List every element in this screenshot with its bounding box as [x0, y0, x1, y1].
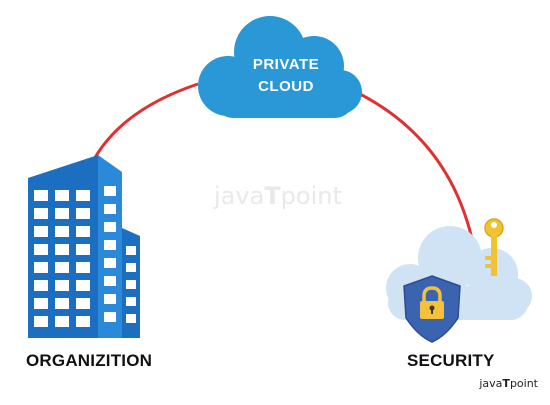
building-window	[104, 294, 116, 304]
cloud-icon	[198, 16, 362, 118]
building-window	[55, 262, 69, 273]
cloud-label-line2: CLOUD	[258, 78, 314, 95]
building-window	[34, 226, 48, 237]
building-window	[104, 258, 116, 268]
watermark-mark: T	[264, 182, 281, 210]
building-window	[126, 297, 136, 306]
building-window	[34, 190, 48, 201]
watermark-prefix: java	[214, 182, 265, 210]
building-window	[104, 240, 116, 250]
cloud-label-line1: PRIVATE	[252, 56, 320, 73]
building-window	[55, 190, 69, 201]
building-window	[76, 244, 90, 255]
building-window	[126, 280, 136, 289]
lock-icon	[420, 286, 444, 319]
building-window	[104, 312, 116, 322]
building-window	[55, 208, 69, 219]
connector-left	[90, 82, 199, 164]
key-icon	[484, 218, 504, 276]
building-window	[55, 244, 69, 255]
organization-label: ORGANIZITION	[26, 351, 153, 370]
building-window	[76, 226, 90, 237]
building-window	[126, 263, 136, 272]
building-window	[34, 298, 48, 309]
building-window	[55, 226, 69, 237]
building-window	[34, 244, 48, 255]
building-window	[76, 298, 90, 309]
building-window	[104, 222, 116, 232]
building-window	[34, 316, 48, 327]
footer-logo-suffix: point	[509, 377, 538, 390]
footer-logo: javaTpoint	[479, 377, 538, 390]
building-window	[55, 280, 69, 291]
watermark-suffix: point	[280, 182, 342, 210]
building-window	[104, 276, 116, 286]
building-window	[34, 262, 48, 273]
watermark-logo: javaTpoint	[214, 182, 342, 210]
building-window	[34, 280, 48, 291]
footer-logo-prefix: java	[479, 377, 503, 390]
building-window	[55, 316, 69, 327]
shield-icon	[403, 275, 461, 343]
building-window	[76, 190, 90, 201]
building-window	[76, 316, 90, 327]
building-window	[126, 246, 136, 255]
building-window	[55, 298, 69, 309]
building-window	[76, 208, 90, 219]
connector-right	[355, 90, 476, 249]
building-window	[76, 280, 90, 291]
building-window	[126, 314, 136, 323]
building-icon	[28, 155, 140, 338]
footer-logo-mark: T	[502, 377, 510, 390]
building-window	[76, 262, 90, 273]
building-window	[34, 208, 48, 219]
building-window	[104, 204, 116, 214]
building-windows	[34, 186, 136, 327]
building-window	[104, 186, 116, 196]
security-label: SECURITY	[407, 351, 495, 370]
